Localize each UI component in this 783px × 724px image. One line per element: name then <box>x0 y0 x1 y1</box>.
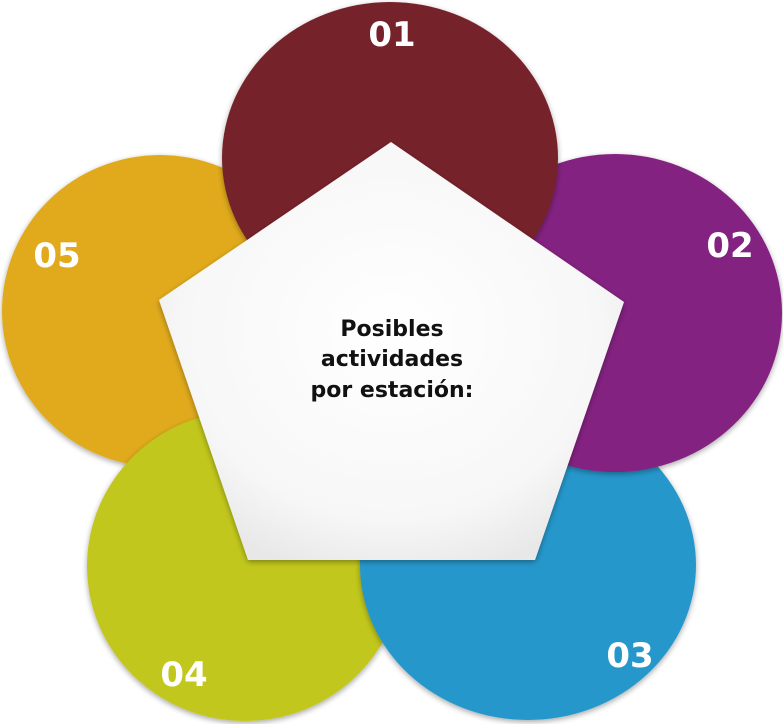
center-title-line-2: actividades <box>321 347 463 372</box>
petal-02-label: 02 <box>706 226 753 266</box>
center-pentagon <box>159 142 624 560</box>
petal-03-label: 03 <box>606 636 653 676</box>
center-title-line-3: por estación: <box>311 378 474 403</box>
center-title-line-1: Posibles <box>340 317 443 342</box>
petal-01-label: 01 <box>368 15 415 55</box>
petal-05-label: 05 <box>33 236 80 276</box>
petal-04-label: 04 <box>160 655 207 695</box>
